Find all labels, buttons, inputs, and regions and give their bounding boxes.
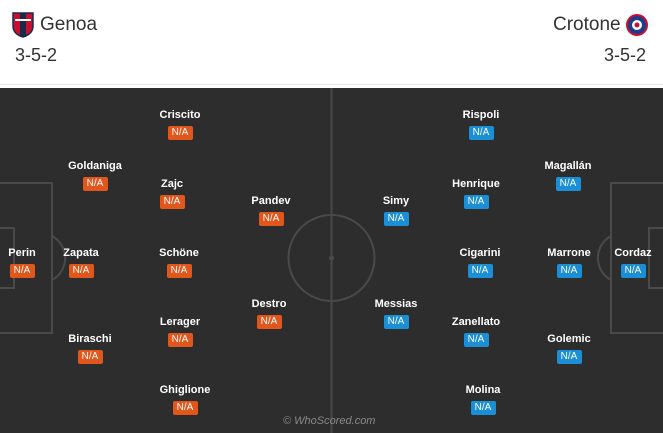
rating-badge: N/A bbox=[68, 264, 94, 278]
player-name: Magallán bbox=[544, 160, 592, 172]
rating-badge: N/A bbox=[166, 264, 192, 278]
player-name: Goldaniga bbox=[68, 160, 122, 172]
away-formation: 3-5-2 bbox=[604, 45, 647, 65]
pitch-markings bbox=[0, 88, 663, 433]
player-marrone[interactable]: Marrone N/A bbox=[534, 247, 604, 278]
player-name: Ghiglione bbox=[159, 384, 211, 396]
away-team-name[interactable]: Crotone bbox=[553, 14, 621, 35]
home-team-name[interactable]: Genoa bbox=[40, 14, 98, 35]
player-name: Biraschi bbox=[68, 333, 112, 345]
player-name: Criscito bbox=[159, 109, 201, 121]
player-name: Pandev bbox=[251, 195, 291, 207]
player-destro[interactable]: Destro N/A bbox=[234, 298, 304, 329]
player-name: Rispoli bbox=[462, 109, 500, 121]
rating-badge: N/A bbox=[172, 401, 198, 415]
genoa-crest-icon[interactable] bbox=[12, 12, 34, 38]
player-schone[interactable]: Schöne N/A bbox=[144, 247, 214, 278]
player-perin[interactable]: Perin N/A bbox=[0, 247, 57, 278]
rating-badge: N/A bbox=[556, 350, 582, 364]
rating-badge: N/A bbox=[167, 126, 193, 140]
rating-badge: N/A bbox=[620, 264, 646, 278]
player-name: Cigarini bbox=[459, 247, 501, 259]
rating-badge: N/A bbox=[82, 177, 108, 191]
header-divider bbox=[0, 84, 663, 85]
player-cordaz[interactable]: Cordaz N/A bbox=[598, 247, 663, 278]
pitch: Perin N/A Goldaniga N/A Zapata N/A Biras… bbox=[0, 88, 663, 433]
player-lerager[interactable]: Lerager N/A bbox=[145, 316, 215, 347]
player-name: Messias bbox=[374, 298, 418, 310]
rating-badge: N/A bbox=[256, 315, 282, 329]
player-goldaniga[interactable]: Goldaniga N/A bbox=[60, 160, 130, 191]
player-messias[interactable]: Messias N/A bbox=[361, 298, 431, 329]
rating-badge: N/A bbox=[463, 333, 489, 347]
rating-badge: N/A bbox=[9, 264, 35, 278]
player-zajc[interactable]: Zajc N/A bbox=[137, 178, 207, 209]
rating-badge: N/A bbox=[463, 195, 489, 209]
player-pandev[interactable]: Pandev N/A bbox=[236, 195, 306, 226]
player-criscito[interactable]: Criscito N/A bbox=[145, 109, 215, 140]
rating-badge: N/A bbox=[77, 350, 103, 364]
crotone-crest-icon[interactable] bbox=[626, 12, 648, 38]
player-magallan[interactable]: Magallán N/A bbox=[533, 160, 603, 191]
player-name: Zanellato bbox=[451, 316, 501, 328]
player-rispoli[interactable]: Rispoli N/A bbox=[446, 109, 516, 140]
player-name: Cordaz bbox=[614, 247, 652, 259]
player-simy[interactable]: Simy N/A bbox=[361, 195, 431, 226]
rating-badge: N/A bbox=[159, 195, 185, 209]
player-name: Simy bbox=[382, 195, 410, 207]
player-molina[interactable]: Molina N/A bbox=[448, 384, 518, 415]
player-name: Zapata bbox=[63, 247, 99, 259]
player-golemic[interactable]: Golemic N/A bbox=[534, 333, 604, 364]
player-name: Henrique bbox=[452, 178, 500, 190]
rating-badge: N/A bbox=[555, 177, 581, 191]
rating-badge: N/A bbox=[383, 212, 409, 226]
player-zanellato[interactable]: Zanellato N/A bbox=[441, 316, 511, 347]
player-name: Golemic bbox=[547, 333, 591, 345]
player-name: Perin bbox=[8, 247, 36, 259]
player-name: Zajc bbox=[160, 178, 183, 190]
player-name: Molina bbox=[465, 384, 501, 396]
rating-badge: N/A bbox=[467, 264, 493, 278]
player-cigarini[interactable]: Cigarini N/A bbox=[445, 247, 515, 278]
home-formation: 3-5-2 bbox=[15, 45, 58, 65]
rating-badge: N/A bbox=[556, 264, 582, 278]
rating-badge: N/A bbox=[383, 315, 409, 329]
player-henrique[interactable]: Henrique N/A bbox=[441, 178, 511, 209]
player-name: Destro bbox=[251, 298, 287, 310]
player-name: Marrone bbox=[547, 247, 591, 259]
rating-badge: N/A bbox=[468, 126, 494, 140]
player-biraschi[interactable]: Biraschi N/A bbox=[55, 333, 125, 364]
whoscored-watermark: © WhoScored.com bbox=[283, 415, 376, 427]
player-name: Lerager bbox=[159, 316, 201, 328]
player-ghiglione[interactable]: Ghiglione N/A bbox=[150, 384, 220, 415]
player-name: Schöne bbox=[159, 247, 199, 259]
rating-badge: N/A bbox=[258, 212, 284, 226]
rating-badge: N/A bbox=[167, 333, 193, 347]
player-zapata[interactable]: Zapata N/A bbox=[46, 247, 116, 278]
match-header: Genoa 3-5-2 Crotone 3-5-2 bbox=[0, 0, 663, 84]
rating-badge: N/A bbox=[470, 401, 496, 415]
